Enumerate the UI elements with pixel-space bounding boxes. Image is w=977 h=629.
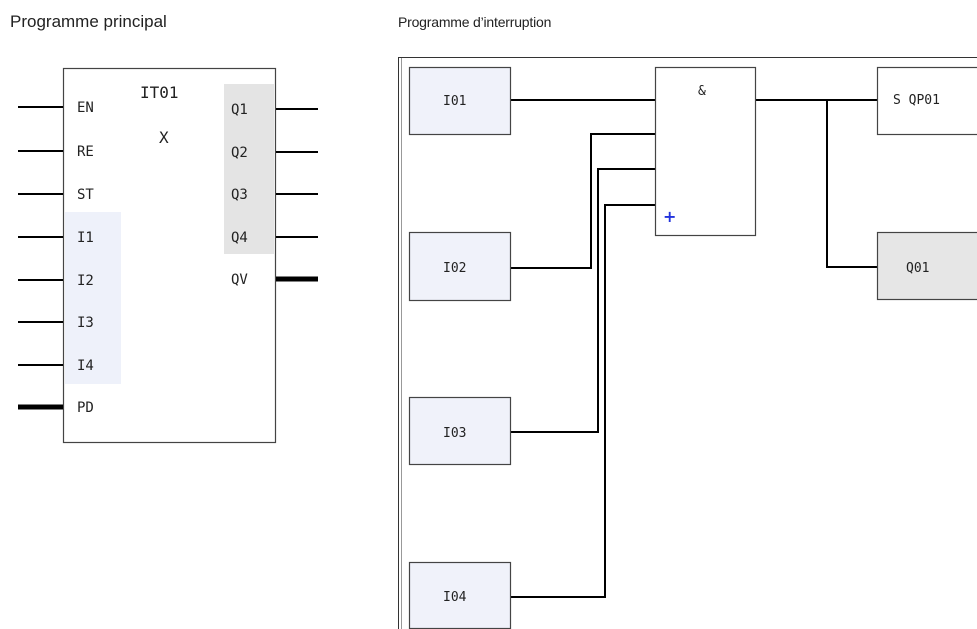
input-box-i01[interactable]: I01 <box>408 66 512 136</box>
interrupt-program-panel <box>398 57 977 629</box>
wire-i02 <box>511 133 655 269</box>
set-output-box[interactable]: S QP01 <box>876 66 977 136</box>
input-box-i03[interactable]: I03 <box>408 396 512 466</box>
input-box-i04[interactable]: I04 <box>408 561 512 629</box>
input-label-i02: I02 <box>443 261 466 276</box>
it01-function-block[interactable]: EN RE ST I1 I2 I3 I4 PD IT01 X Q1 Q2 Q3 … <box>18 67 318 444</box>
block-frame <box>62 67 277 444</box>
main-program-caption: Programme principal <box>10 12 167 31</box>
output-label-q01: Q01 <box>906 261 929 276</box>
pin-label-q2: Q2 <box>231 145 248 161</box>
input-box-i02[interactable]: I02 <box>408 231 512 302</box>
pin-label-pd: PD <box>77 400 94 416</box>
set-output-label: S QP01 <box>893 93 940 108</box>
wire-i03 <box>511 168 655 433</box>
output-box-q01[interactable]: Q01 <box>876 231 977 301</box>
block-name: IT01 <box>140 83 179 102</box>
and-gate-label: & <box>698 84 706 99</box>
wires <box>511 99 877 598</box>
and-gate[interactable]: & + <box>654 66 757 237</box>
wire-and-to-q01 <box>826 100 877 268</box>
pin-label-i2: I2 <box>77 273 94 289</box>
input-highlight <box>65 212 121 384</box>
pin-label-q3: Q3 <box>231 187 248 203</box>
interrupt-program-caption: Programme d’interruption <box>398 14 552 30</box>
pin-label-en: EN <box>77 100 94 116</box>
input-label-i03: I03 <box>443 426 466 441</box>
input-label-i04: I04 <box>443 590 467 605</box>
output-highlight <box>224 84 274 254</box>
pin-label-st: ST <box>77 187 94 203</box>
pin-label-q1: Q1 <box>231 102 248 118</box>
pin-label-re: RE <box>77 144 94 160</box>
pin-label-qv: QV <box>231 272 248 288</box>
wire-i04 <box>511 204 655 598</box>
pin-label-i3: I3 <box>77 315 94 331</box>
pin-label-i1: I1 <box>77 230 94 246</box>
pin-label-q4: Q4 <box>231 230 248 246</box>
pin-label-i4: I4 <box>77 358 94 374</box>
add-input-icon[interactable]: + <box>663 207 676 226</box>
input-label-i01: I01 <box>443 94 466 109</box>
block-symbol: X <box>159 128 169 147</box>
